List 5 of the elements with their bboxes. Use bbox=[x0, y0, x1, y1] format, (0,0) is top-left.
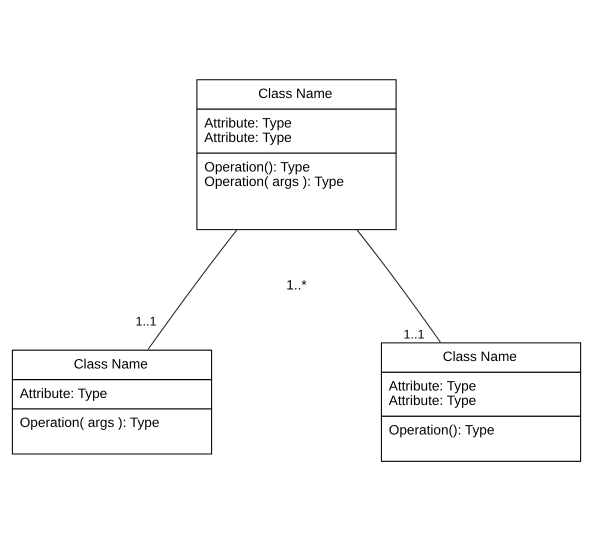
connector bbox=[356, 228, 441, 342]
edge-label: 1..1 bbox=[404, 326, 424, 341]
edge-label: 1..1 bbox=[136, 314, 157, 328]
connector bbox=[148, 228, 238, 350]
label: 1..* bbox=[286, 276, 307, 292]
